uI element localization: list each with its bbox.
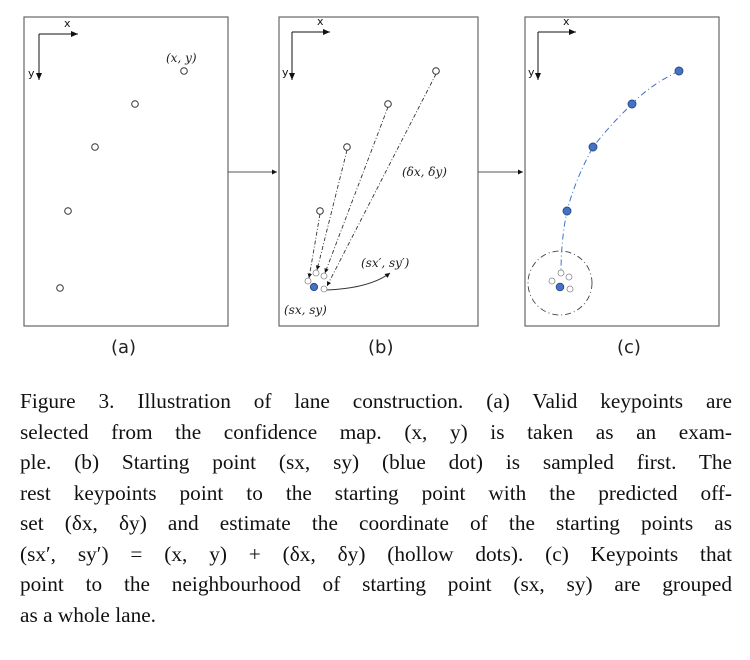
keypoint [432, 67, 440, 75]
keypoint [131, 100, 139, 108]
panel-frame [278, 16, 479, 327]
hollow-dot [320, 272, 328, 280]
offset-annotation: (δx, δy) [402, 165, 447, 179]
start-annotation: (sx, sy) [284, 303, 327, 317]
starting-point [309, 282, 319, 292]
y-axis-label: y [282, 66, 289, 79]
caption-line: as a whole lane. [20, 602, 157, 627]
keypoint [674, 66, 684, 76]
x-axis-label: x [563, 15, 570, 28]
panel-a-label: (a) [111, 337, 137, 358]
keypoint [180, 67, 188, 75]
panel-b-label: (b) [368, 337, 394, 358]
hollow-dot [566, 285, 574, 293]
lane-keypoints [555, 66, 684, 292]
keypoints [56, 67, 188, 292]
caption-line: rest keypoints point to the starting poi… [20, 480, 732, 505]
keypoint [627, 99, 637, 109]
figure-diagram: x y (x, y) x y [23, 15, 720, 327]
estimated-start-points [304, 269, 328, 293]
point-annotation: (x, y) [166, 51, 197, 65]
panel-c: x y [524, 15, 720, 327]
keypoints [316, 67, 440, 215]
panel-frame [524, 16, 720, 327]
panel-c-label: (c) [617, 337, 641, 358]
y-axis-label: y [528, 66, 535, 79]
keypoint [64, 207, 72, 215]
panel-b: x y (δx, δy) (sx′, sy′) (sx, sy) [278, 15, 479, 327]
caption-line: Figure 3. Illustration of lane construct… [20, 389, 732, 413]
hollow-dot [548, 277, 556, 285]
keypoint [91, 143, 99, 151]
caption-line: (sx′, sy′) = (x, y) + (δx, δy) (hollow d… [20, 541, 732, 566]
hollow-dot [320, 285, 328, 293]
caption-line: set (δx, δy) and estimate the coordinate… [20, 511, 732, 535]
axes-icon: x y [282, 15, 330, 80]
estimate-annotation: (sx′, sy′) [361, 256, 410, 270]
keypoint [316, 207, 324, 215]
hollow-dot [565, 273, 573, 281]
hollow-dot [557, 269, 565, 277]
x-axis-label: x [64, 17, 71, 30]
hollow-dot [312, 269, 320, 277]
offset-arrows [307, 73, 437, 287]
keypoint [384, 100, 392, 108]
panel-a: x y (x, y) [23, 16, 229, 327]
keypoint [343, 143, 351, 151]
figure-caption: Figure 3. Illustration of lane construct… [20, 386, 732, 630]
neighbourhood-circle [527, 250, 593, 316]
y-axis-label: y [28, 67, 35, 80]
estimate-arrow [326, 272, 391, 291]
starting-point [555, 282, 565, 292]
x-axis-label: x [317, 15, 324, 28]
axes-icon: x y [528, 15, 576, 80]
estimated-start-points [548, 269, 574, 293]
lane-curve [560, 70, 680, 274]
caption-line: selected from the confidence map. (x, y)… [20, 419, 732, 444]
axes-icon: x y [28, 17, 78, 80]
caption-line: point to the neighbourhood of starting p… [20, 572, 732, 596]
keypoint [56, 284, 64, 292]
keypoint [562, 206, 572, 216]
panel-frame [23, 16, 229, 327]
hollow-dot [304, 277, 312, 285]
caption-line: ple. (b) Starting point (sx, sy) (blue d… [20, 450, 732, 474]
keypoint [588, 142, 598, 152]
